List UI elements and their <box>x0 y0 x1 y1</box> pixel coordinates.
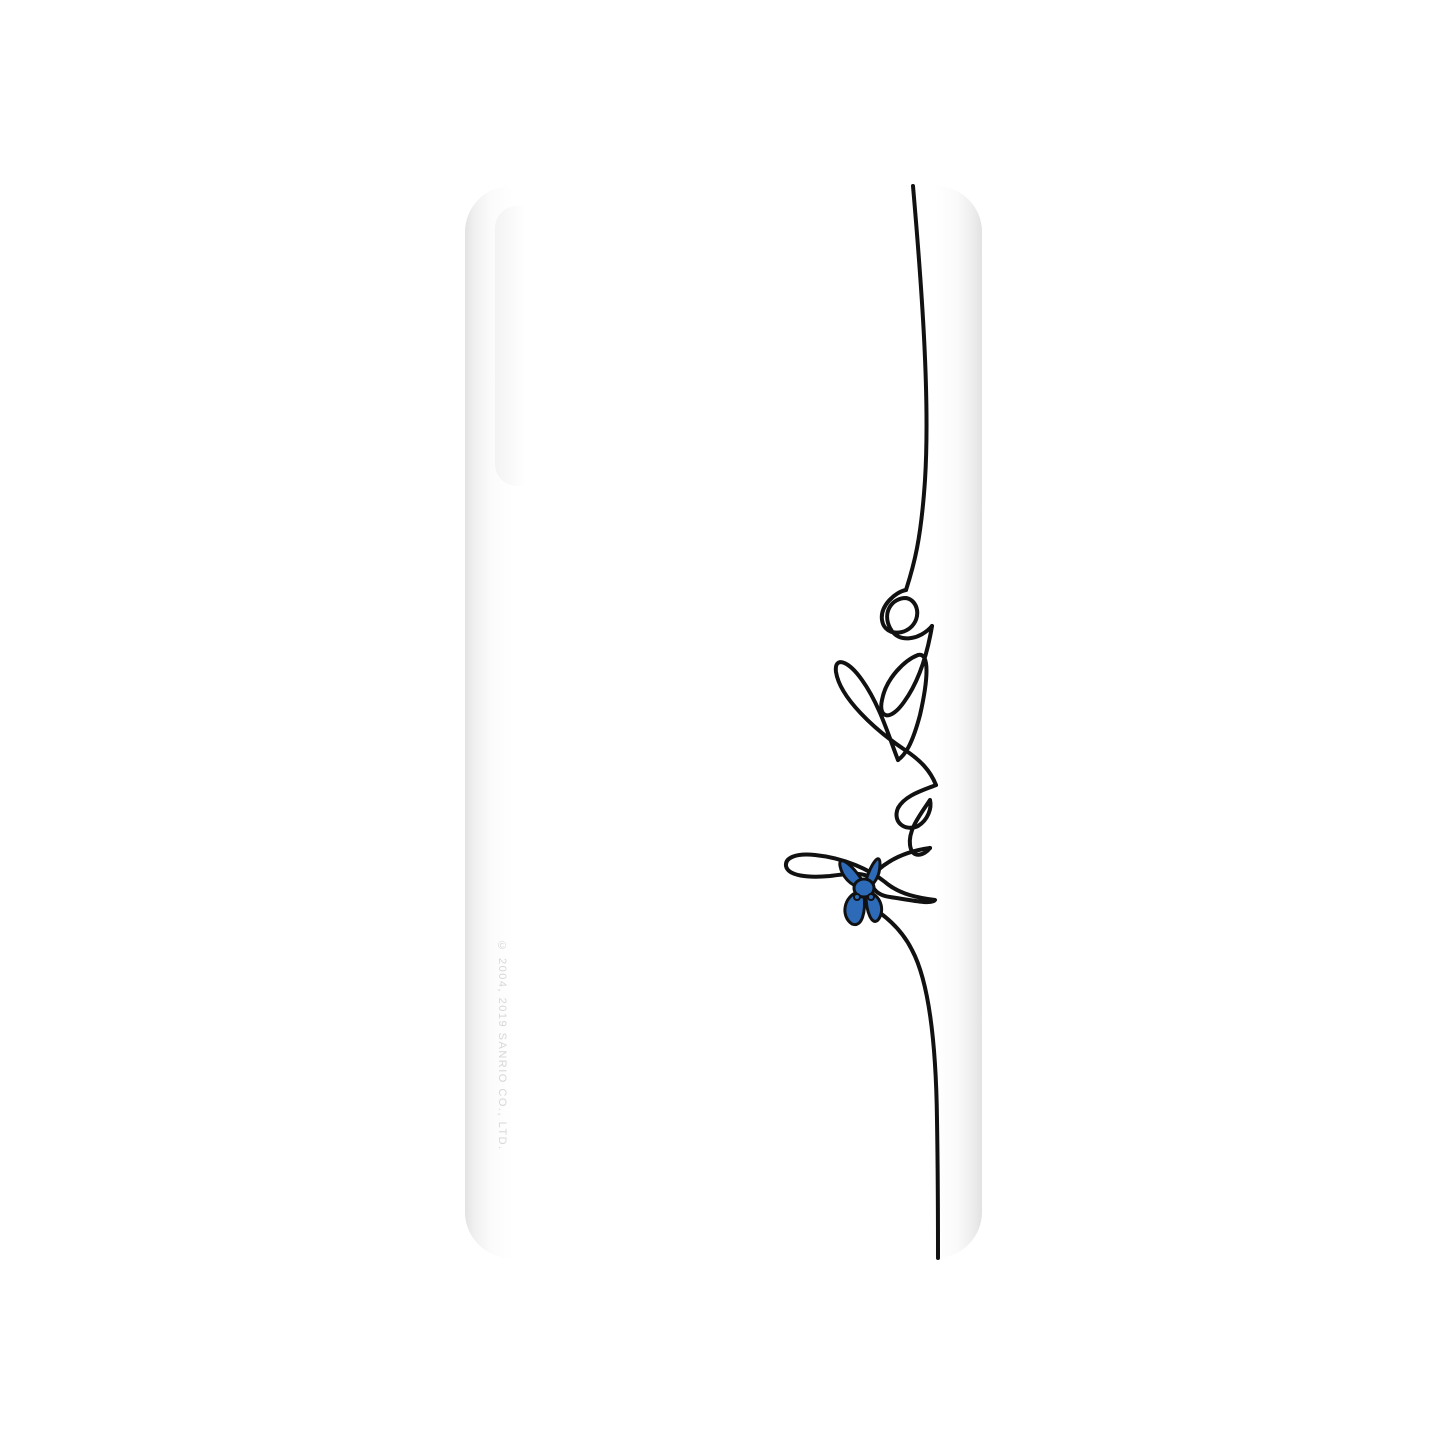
ribbon-bow-icon <box>838 857 884 927</box>
letter-l-first <box>833 660 938 787</box>
script-line-bottom <box>866 903 940 1260</box>
phone-case <box>465 186 982 1258</box>
letter-l-second <box>879 624 934 762</box>
copyright-text: © 2004, 2019 SANRIO CO., LTD. <box>496 940 508 1151</box>
letter-o <box>879 588 934 641</box>
case-inner-edge <box>495 206 525 486</box>
letter-e <box>894 783 938 857</box>
script-line-top <box>904 184 929 592</box>
